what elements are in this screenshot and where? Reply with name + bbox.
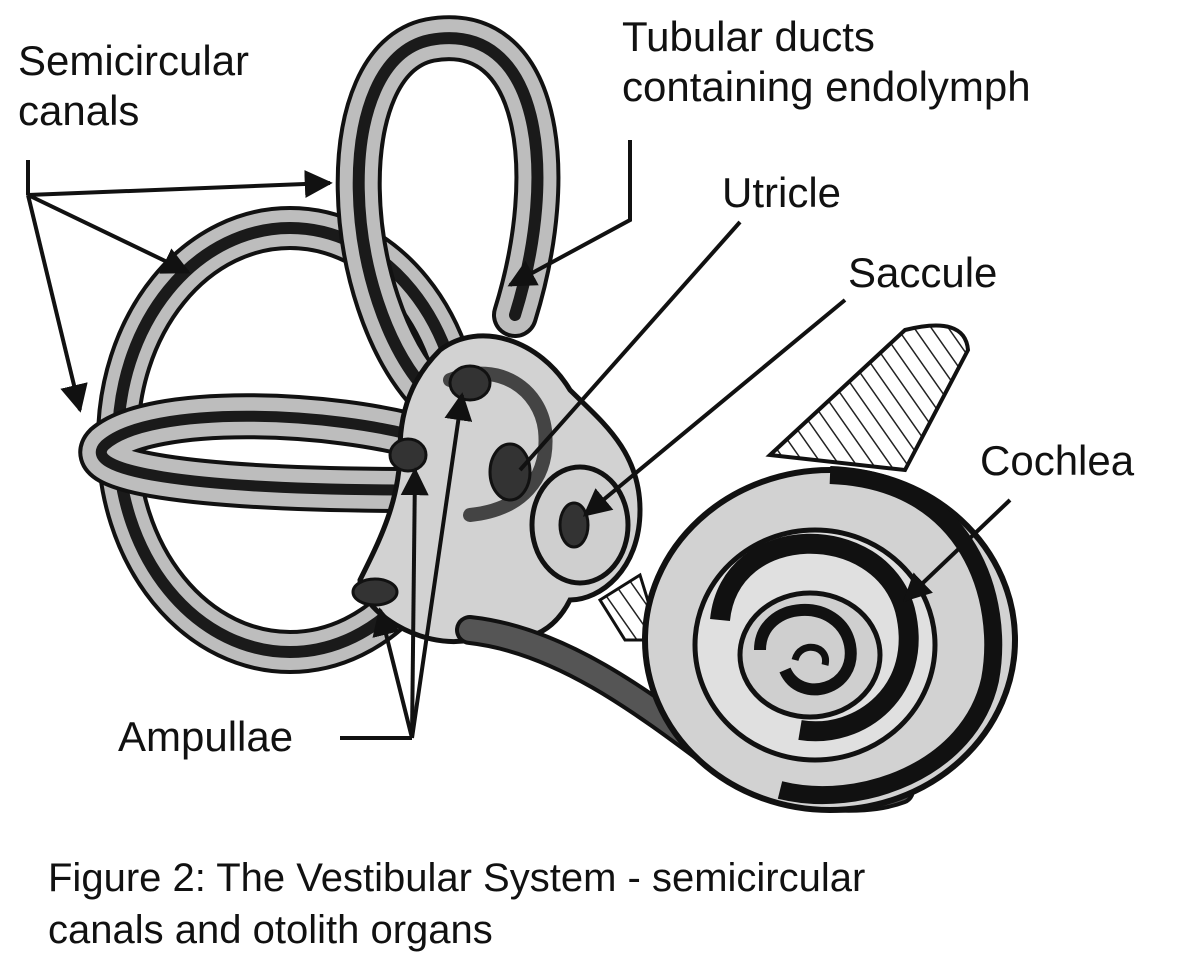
ampulla-2 xyxy=(388,437,428,473)
label-utricle: Utricle xyxy=(722,169,842,216)
label-semicircular-canals: Semicircular canals xyxy=(18,37,250,134)
label-saccule: Saccule xyxy=(848,249,998,296)
nerve-hatched xyxy=(765,323,971,473)
lateral-canal xyxy=(78,393,453,513)
superior-canal xyxy=(335,15,561,418)
label-cochlea: Cochlea xyxy=(980,437,1135,484)
caption-line-1: Figure 2: The Vestibular System - semici… xyxy=(48,856,866,900)
saccule-organ xyxy=(558,501,590,549)
ampulla-1 xyxy=(448,364,492,402)
label-tubular-ducts: Tubular ducts containing endolymph xyxy=(622,13,1031,110)
cochlea-shape xyxy=(642,466,1018,813)
caption-line-2: canals and otolith organs xyxy=(48,908,493,952)
pointer-lines xyxy=(26,140,1012,740)
figure-caption: Figure 2: The Vestibular System - semici… xyxy=(48,852,865,956)
ampulla-3 xyxy=(351,577,399,607)
label-ampullae: Ampullae xyxy=(118,713,294,760)
utricle-organ xyxy=(488,442,532,502)
